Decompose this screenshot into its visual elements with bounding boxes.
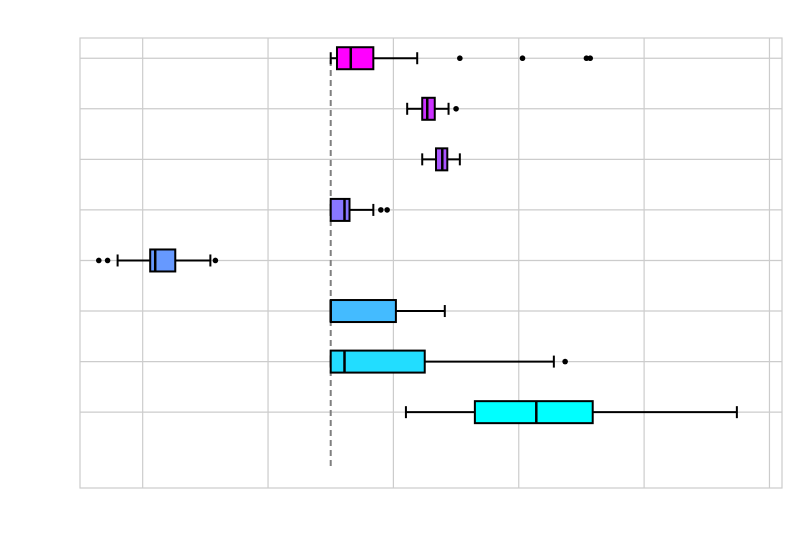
box-iqr bbox=[421, 96, 436, 121]
box-series bbox=[329, 197, 390, 222]
outlier-point bbox=[96, 257, 102, 264]
outlier-point bbox=[453, 105, 459, 112]
box-series bbox=[96, 248, 219, 273]
box-series bbox=[404, 400, 738, 425]
outlier-point bbox=[519, 55, 526, 62]
box-iqr bbox=[329, 349, 426, 374]
outlier-point bbox=[104, 257, 111, 264]
box-iqr bbox=[329, 299, 397, 324]
box-series bbox=[329, 299, 446, 324]
outlier-point bbox=[384, 207, 390, 213]
box-series bbox=[406, 96, 459, 121]
box-iqr bbox=[149, 248, 177, 273]
box-iqr bbox=[335, 46, 375, 71]
outlier-point bbox=[587, 55, 594, 62]
box-iqr bbox=[473, 400, 594, 425]
box-series-group bbox=[96, 46, 738, 425]
box-series bbox=[329, 46, 594, 71]
box-series bbox=[329, 349, 568, 374]
box-iqr bbox=[329, 197, 351, 222]
box-series bbox=[421, 147, 461, 172]
outlier-point bbox=[457, 55, 463, 62]
outlier-point bbox=[212, 257, 219, 264]
outlier-point bbox=[378, 207, 384, 213]
outlier-point bbox=[562, 358, 568, 365]
